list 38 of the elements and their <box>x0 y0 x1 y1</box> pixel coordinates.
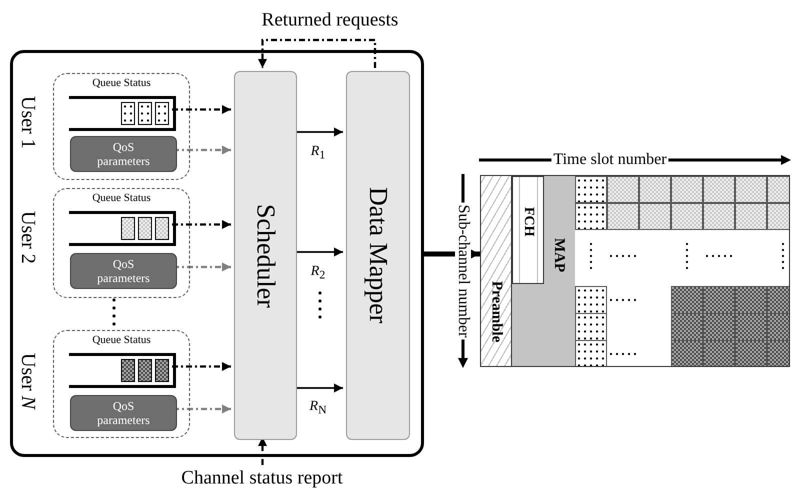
arrow <box>258 38 376 68</box>
system-frame <box>10 50 424 457</box>
queue-drawing <box>69 96 176 131</box>
map-region <box>512 176 575 366</box>
frame-structure <box>480 175 790 367</box>
queue-title: Queue Status <box>91 77 152 89</box>
queue-drawing <box>69 211 176 246</box>
process-block <box>234 71 297 440</box>
parameter-box: QoS parameters <box>70 136 177 172</box>
block-label: Scheduler <box>250 204 280 308</box>
user-label: User 2 <box>16 211 39 264</box>
process-block <box>346 71 410 440</box>
axis-label: Sub-channel number <box>455 202 471 340</box>
edge-label: Returned requests <box>262 10 398 30</box>
region-label: Preamble <box>488 281 504 343</box>
edge-label: R$_{2}$ <box>310 264 326 282</box>
user-label: User N <box>16 353 39 410</box>
arrow <box>294 128 343 136</box>
arrow <box>258 437 267 465</box>
arrow <box>172 220 231 229</box>
parameter-box: QoS parameters <box>70 253 177 289</box>
header-region <box>512 176 544 284</box>
user-label: User 1 <box>16 96 39 149</box>
arrow <box>294 384 343 392</box>
parameter-box: QoS parameters <box>70 395 177 431</box>
arrow <box>294 248 343 256</box>
arrow <box>172 362 231 371</box>
queue-drawing <box>69 353 176 388</box>
edge-label: R$_{1}$ <box>310 144 326 162</box>
queue-title: Queue Status <box>91 192 152 204</box>
block-label: Data Mapper <box>363 187 393 324</box>
edge-label: Channel status report <box>181 468 343 488</box>
queue-title: Queue Status <box>91 334 152 346</box>
arrow <box>172 105 231 114</box>
preamble-region <box>481 176 512 366</box>
region-label: MAP <box>550 238 567 272</box>
edge-label: R$_{N}$ <box>310 400 326 416</box>
region-label: FCH <box>520 207 536 237</box>
